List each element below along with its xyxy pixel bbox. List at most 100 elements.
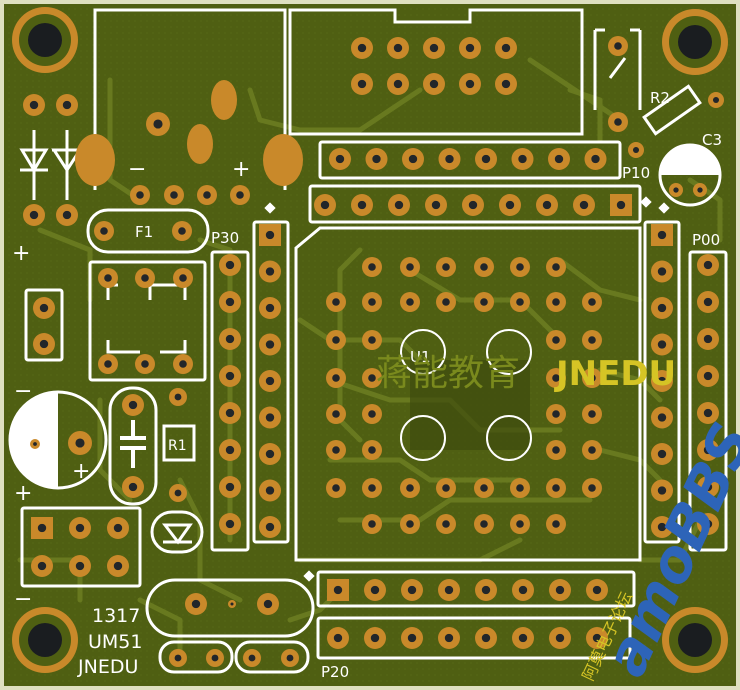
- pad-hole: [516, 298, 524, 306]
- pad-hole: [588, 446, 596, 454]
- pad-hole: [554, 154, 564, 164]
- pad-hole: [179, 360, 187, 368]
- socket-holes: [400, 329, 532, 461]
- pad-hole: [468, 200, 478, 210]
- pad-hole: [370, 633, 380, 643]
- pad-hole: [703, 260, 713, 270]
- pad-hole: [29, 100, 39, 110]
- pad-hole: [113, 561, 123, 571]
- pad-hole: [39, 303, 49, 313]
- jack-oval-pad: [187, 124, 213, 164]
- pad-hole: [445, 154, 454, 164]
- pad-hole: [265, 267, 275, 276]
- pad-hole: [179, 274, 187, 282]
- pad-hole: [33, 442, 37, 446]
- pad-hole: [552, 520, 560, 528]
- pad-hole: [518, 585, 528, 595]
- mounting-holes: [12, 7, 728, 673]
- plcc-chip-shadow: [410, 360, 530, 450]
- pad-hole: [75, 438, 85, 448]
- pad-hole: [368, 520, 376, 528]
- pad-hole: [174, 654, 182, 662]
- pad-hole: [29, 210, 39, 220]
- pad-hole: [703, 445, 713, 455]
- pad-hole: [552, 446, 560, 454]
- pad-hole: [406, 484, 414, 492]
- pad-hole: [141, 360, 149, 368]
- silkscreen-outlines: [20, 8, 728, 674]
- pad-hole: [657, 230, 667, 240]
- pad-hole: [552, 410, 560, 418]
- label-plus-left: +: [12, 241, 30, 266]
- pad-hole: [444, 585, 454, 595]
- pad-hole: [542, 200, 552, 210]
- pad-hole: [555, 633, 565, 643]
- pad-hole: [481, 154, 491, 164]
- pad-hole: [332, 374, 340, 382]
- pad-hole: [357, 200, 367, 210]
- pad-hole: [657, 340, 667, 349]
- pad-hole: [100, 227, 108, 235]
- pad-hole: [588, 410, 596, 418]
- pad-hole: [588, 336, 596, 344]
- watermark-jnedu: JNEDU: [554, 354, 676, 394]
- pad-hole: [263, 599, 273, 609]
- pad-hole: [153, 119, 163, 129]
- pad-hole: [481, 585, 491, 595]
- pad-hole: [518, 154, 527, 164]
- pad-hole: [614, 118, 622, 126]
- pad-hole: [368, 374, 376, 382]
- pad-hole: [703, 482, 713, 492]
- pad-hole: [703, 408, 713, 418]
- pad-hole: [465, 43, 475, 53]
- label-minus-left: −: [14, 379, 32, 404]
- pad-hole: [697, 187, 703, 193]
- pad-hole: [588, 374, 596, 382]
- pad-hole: [332, 298, 340, 306]
- pad-hole: [174, 393, 182, 401]
- pad-hole: [265, 230, 275, 240]
- pad-hole: [225, 519, 235, 529]
- pad-hole: [632, 146, 640, 154]
- pad-hole: [332, 446, 340, 454]
- pads-layer: [23, 24, 724, 667]
- pad-hole: [657, 486, 667, 495]
- pad-hole: [442, 484, 450, 492]
- pad-hole: [370, 585, 380, 595]
- pad-hole: [591, 154, 600, 164]
- board-text-um51: UM51: [88, 631, 142, 653]
- pad-hole: [37, 561, 47, 571]
- pad-hole: [225, 334, 235, 344]
- pad-hole: [552, 263, 560, 271]
- pad-hole: [657, 267, 667, 276]
- label-plus-top: +: [232, 157, 250, 182]
- pad-hole: [516, 520, 524, 528]
- pad-hole: [265, 486, 275, 495]
- pad-hole: [357, 43, 367, 53]
- pad-hole: [104, 274, 112, 282]
- pad-hole: [75, 561, 85, 571]
- label-u1: U1: [410, 348, 431, 366]
- pad-hole: [62, 210, 72, 220]
- pad-hole: [588, 484, 596, 492]
- board-text-1317: 1317: [92, 605, 140, 627]
- pad-hole: [673, 187, 679, 193]
- pad-hole: [552, 374, 560, 382]
- label-minus-bottom: −: [14, 587, 32, 612]
- pad-hole: [552, 336, 560, 344]
- pad-hole: [265, 449, 275, 459]
- pad-hole: [113, 523, 123, 533]
- pad-hole: [136, 191, 144, 199]
- pad-hole: [555, 585, 565, 595]
- pad-hole: [39, 339, 49, 349]
- pad-hole: [480, 520, 488, 528]
- pad-hole: [407, 633, 417, 643]
- pad-hole: [265, 340, 275, 349]
- pad-hole: [128, 400, 138, 410]
- jack-big-pad: [263, 134, 303, 186]
- label-plus-bottom: +: [14, 481, 32, 506]
- pad-hole: [393, 79, 403, 89]
- pad-hole: [265, 376, 275, 386]
- pad-hole: [393, 43, 403, 53]
